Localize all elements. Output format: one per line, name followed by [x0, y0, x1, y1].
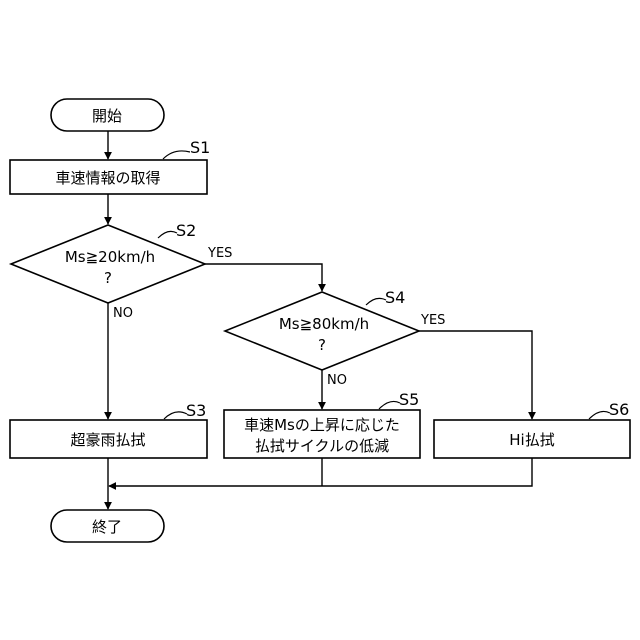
arrow-merge-to-main [109, 458, 532, 486]
s2-no-label: NO [113, 306, 133, 321]
s1-text: 車速情報の取得 [55, 169, 160, 187]
s6-process: Hi払拭 [434, 420, 630, 458]
arrow-s4-yes-to-s6 [419, 331, 532, 419]
s4-label: S4 [385, 288, 405, 307]
s3-label: S3 [186, 401, 206, 420]
s4-text-line2: ? [318, 336, 326, 354]
end-text: 終了 [92, 518, 122, 536]
s1-process: 車速情報の取得 [10, 160, 207, 194]
s4-no-label: NO [327, 373, 347, 388]
s3-text: 超豪雨払拭 [70, 431, 145, 449]
s6-leader [589, 411, 610, 419]
s3-process: 超豪雨払拭 [10, 420, 207, 458]
s1-label: S1 [190, 138, 210, 157]
s6-label: S6 [609, 400, 629, 419]
s5-label: S5 [399, 390, 419, 409]
start-text: 開始 [92, 107, 122, 125]
s6-text: Hi払拭 [509, 431, 554, 449]
s2-yes-label: YES [207, 246, 232, 261]
s2-label: S2 [176, 221, 196, 240]
s5-leader [379, 401, 400, 409]
s5-process: 車速Msの上昇に応じた 払拭サイクルの低減 [224, 410, 420, 458]
end-node: 終了 [51, 510, 164, 542]
s2-text-line1: Ms≧20km/h [65, 248, 155, 266]
s5-text-line1: 車速Msの上昇に応じた [244, 416, 400, 434]
s4-yes-label: YES [420, 313, 445, 328]
s4-leader [366, 298, 386, 305]
s1-leader [163, 151, 190, 159]
s4-text-line1: Ms≧80km/h [279, 315, 369, 333]
s5-text-line2: 払拭サイクルの低減 [255, 437, 389, 455]
s2-leader [158, 231, 177, 238]
s2-text-line2: ? [104, 269, 112, 287]
s3-leader [164, 412, 187, 419]
arrow-s2-yes-to-s4 [205, 264, 322, 291]
start-node: 開始 [51, 99, 164, 131]
